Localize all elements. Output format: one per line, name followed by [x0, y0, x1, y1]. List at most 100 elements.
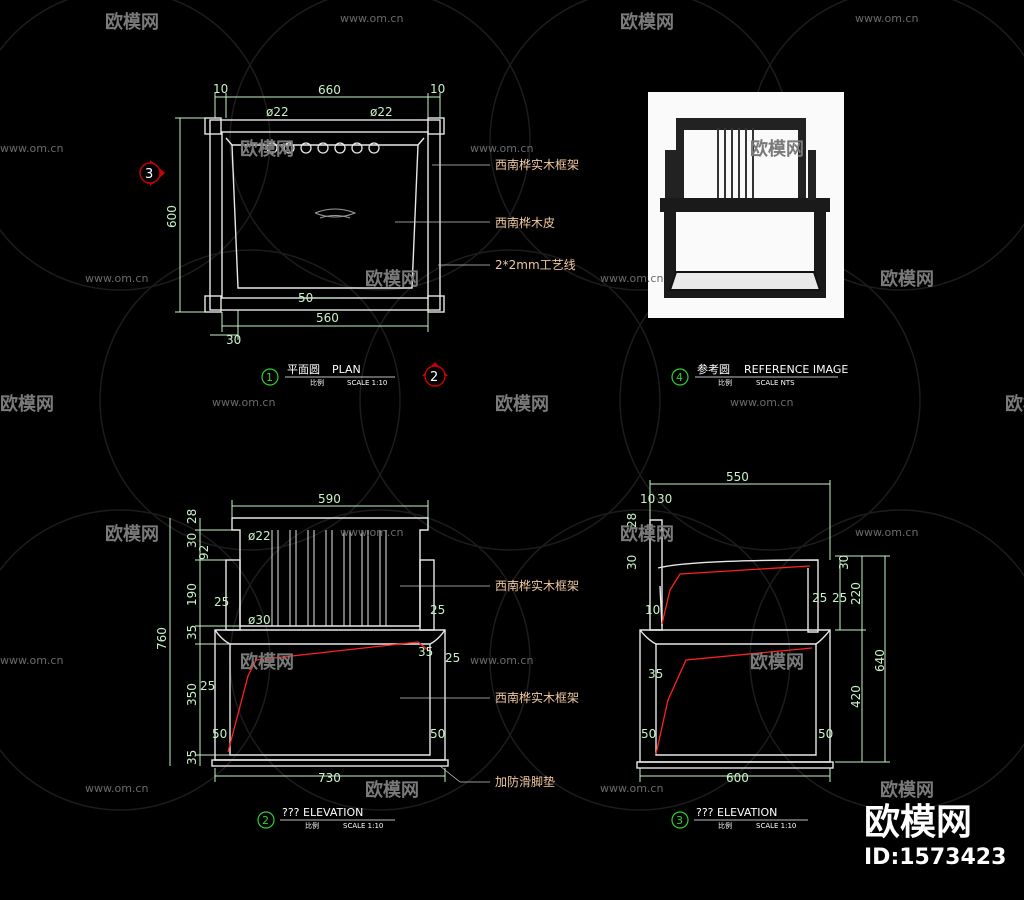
svg-text:??? ELEVATION: ??? ELEVATION: [696, 806, 777, 819]
side-dim-28: 28: [625, 513, 639, 528]
watermark-url: www.om.cn: [85, 782, 148, 795]
svg-text:SCALE 1:10: SCALE 1:10: [756, 822, 796, 830]
front-right-25b: 25: [445, 651, 460, 665]
front-title-block: 2 ??? ELEVATION 比例 SCALE 1:10: [257, 806, 395, 830]
watermark-url: www.om.cn: [855, 526, 918, 539]
watermark-brand: 欧模网: [620, 523, 674, 545]
plan-dim-bottom: 560: [316, 311, 339, 325]
plan-dim-right-margin: 10: [430, 82, 445, 96]
front-dim-50a: 50: [212, 727, 227, 741]
reference-image: 4 参考圆 REFERENCE IMAGE 比例 SCALE NTS: [648, 92, 848, 387]
front-dim-35a: 35: [185, 625, 199, 640]
watermark-url: www.om.cn: [340, 12, 403, 25]
plan-view: 660 10 10 ø22 ø22 600 560 30 50 西南桦实木框架 …: [139, 82, 579, 387]
watermark-url: www.om.cn: [470, 142, 533, 155]
side-dim-right-30: 30: [837, 555, 851, 570]
svg-text:REFERENCE IMAGE: REFERENCE IMAGE: [744, 363, 848, 376]
watermark-brand: 欧模网: [105, 11, 159, 33]
svg-text:SCALE NTS: SCALE NTS: [756, 379, 795, 387]
front-dim-bottom: 730: [318, 771, 341, 785]
plan-dim-height: 600: [165, 205, 179, 228]
side-dim-220: 220: [849, 582, 863, 605]
side-dim-top: 550: [726, 470, 749, 484]
side-dim-35: 35: [648, 667, 663, 681]
side-title-block: 3 ??? ELEVATION 比例 SCALE 1:10: [671, 806, 808, 830]
side-dim-left-10: 10: [645, 603, 660, 617]
section-marker-2: 2: [422, 362, 448, 387]
front-dim-35b: 35: [185, 750, 199, 765]
front-label-frame-2: 西南桦实木框架: [495, 690, 579, 705]
side-dim-30: 30: [657, 492, 672, 506]
plan-dim-left-margin: 10: [213, 82, 228, 96]
svg-text:比例: 比例: [305, 821, 319, 830]
front-dim-25b: 25: [200, 679, 215, 693]
side-dim-bottom: 600: [726, 771, 749, 785]
svg-text:参考圆: 参考圆: [697, 362, 730, 376]
front-dim-30: 30: [185, 533, 199, 548]
watermark-brand: 欧模网: [105, 523, 159, 545]
front-dim-92: 92: [197, 545, 211, 560]
svg-text:2: 2: [262, 814, 269, 827]
watermark-brand: 欧模网: [750, 651, 804, 673]
reference-title-block: 4 参考圆 REFERENCE IMAGE 比例 SCALE NTS: [671, 362, 848, 387]
side-dim-25a: 25: [812, 591, 827, 605]
model-id: ID:1573423: [864, 845, 1006, 870]
plan-dim-inner-gap: 50: [298, 291, 313, 305]
front-label-frame-1: 西南桦实木框架: [495, 578, 579, 593]
side-dim-25b: 25: [832, 591, 847, 605]
side-dim-640: 640: [873, 649, 887, 672]
svg-text:SCALE 1:10: SCALE 1:10: [347, 379, 387, 387]
watermark-url: www.om.cn: [855, 12, 918, 25]
front-dim-190: 190: [185, 583, 199, 606]
svg-text:3: 3: [145, 167, 153, 182]
front-rod-top: ø22: [248, 529, 271, 543]
watermark-url: www.om.cn: [600, 782, 663, 795]
front-dim-top: 590: [318, 492, 341, 506]
side-dim-right-50: 50: [818, 727, 833, 741]
watermark-url: www.om.cn: [85, 272, 148, 285]
side-dim-left-50: 50: [641, 727, 656, 741]
svg-text:平面圆: 平面圆: [287, 363, 320, 376]
watermark-layer: 欧模网 www.om.cn 欧模网 www.om.cn www.om.cn 欧模…: [0, 11, 1024, 870]
watermark-url: www.om.cn: [0, 142, 63, 155]
watermark-url: www.om.cn: [0, 654, 63, 667]
front-rod-bottom: ø30: [248, 613, 271, 627]
watermark-brand: 欧模网: [365, 779, 419, 801]
section-marker-3: 3: [139, 160, 165, 186]
front-dim-height: 760: [155, 627, 169, 650]
brand-logo: 欧模网: [864, 802, 972, 843]
side-dim-10: 10: [640, 492, 655, 506]
side-dim-420: 420: [849, 685, 863, 708]
svg-text:3: 3: [676, 814, 683, 827]
watermark-brand: 欧模网: [240, 651, 294, 673]
plan-label-groove: 2*2mm工艺线: [495, 258, 576, 272]
watermark-brand: 欧模网: [1005, 393, 1024, 415]
side-dim-left-30: 30: [625, 555, 639, 570]
svg-text:4: 4: [676, 371, 683, 384]
svg-text:比例: 比例: [310, 378, 324, 387]
plan-label-veneer: 西南桦木皮: [495, 215, 555, 230]
watermark-url: www.om.cn: [212, 396, 275, 409]
svg-text:1: 1: [266, 371, 273, 384]
front-dim-28: 28: [185, 509, 199, 524]
plan-dim-top: 660: [318, 83, 341, 97]
front-right-25a: 25: [430, 603, 445, 617]
front-dim-25a: 25: [214, 595, 229, 609]
plan-rod-left: ø22: [266, 105, 289, 119]
watermark-brand: 欧模网: [880, 779, 934, 801]
watermark-brand: 欧模网: [240, 138, 294, 160]
front-right-35: 35: [418, 645, 433, 659]
svg-text:2: 2: [430, 370, 438, 385]
front-label-feet: 加防滑脚垫: [495, 774, 555, 789]
svg-text:比例: 比例: [718, 378, 732, 387]
watermark-brand: 欧模网: [495, 393, 549, 415]
front-dim-350: 350: [185, 683, 199, 706]
front-right-50: 50: [430, 727, 445, 741]
plan-dim-bottom-margin: 30: [226, 333, 241, 347]
plan-rod-right: ø22: [370, 105, 393, 119]
watermark-brand: 欧模网: [880, 268, 934, 290]
watermark-url: www.om.cn: [600, 272, 663, 285]
watermark-brand: 欧模网: [620, 11, 674, 33]
plan-label-frame: 西南桦实木框架: [495, 157, 579, 172]
